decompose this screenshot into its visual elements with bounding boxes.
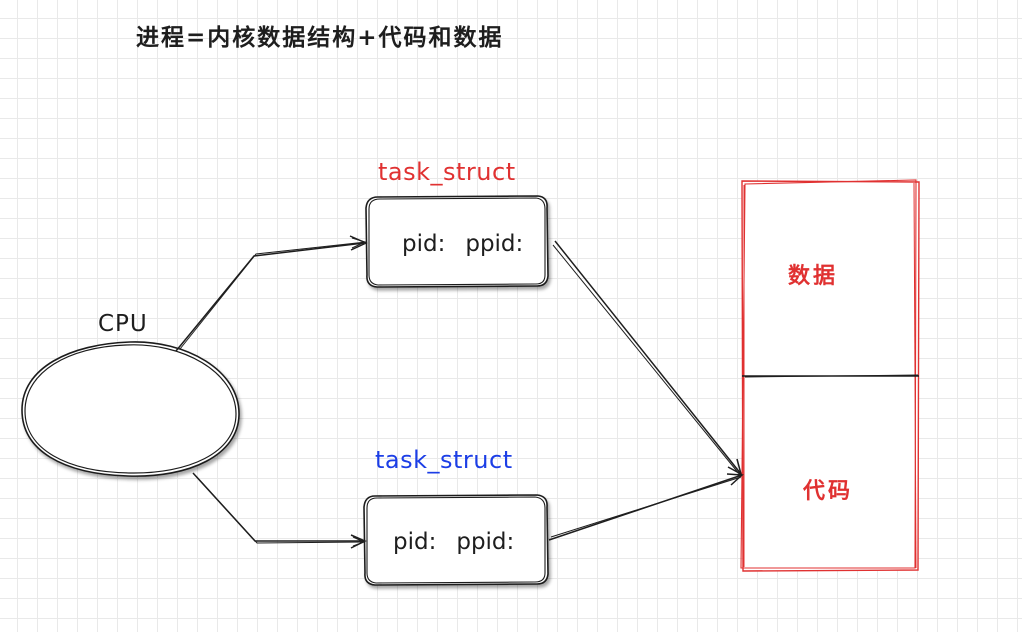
diagram-title: 进程=内核数据结构+代码和数据 <box>136 25 504 51</box>
task-struct-box-bottom[interactable] <box>363 494 549 586</box>
task-struct-fields-bottom: pid: ppid: <box>393 531 514 554</box>
pid-field: pid: <box>402 231 446 257</box>
cpu-label: CPU <box>98 311 148 337</box>
task-struct-fields-top: pid: ppid: <box>402 233 523 256</box>
pid-field: pid: <box>393 529 437 555</box>
memory-segment-data: 数据 <box>788 264 839 289</box>
task-struct-label-top: task_struct <box>378 158 516 186</box>
task-struct-label-bottom: task_struct <box>375 446 513 474</box>
memory-divider <box>742 374 919 378</box>
cpu-ellipse[interactable] <box>21 341 240 477</box>
arrow-task-top-to-memory <box>552 240 743 476</box>
arrow-task-bottom-to-memory <box>548 473 744 541</box>
arrow-cpu-to-task-bottom <box>192 472 367 549</box>
arrow-cpu-to-task-top <box>175 235 368 352</box>
ppid-field: ppid: <box>465 231 524 257</box>
ppid-field: ppid: <box>456 529 515 555</box>
task-struct-box-top[interactable] <box>365 195 549 288</box>
memory-segment-code: 代码 <box>803 479 854 504</box>
